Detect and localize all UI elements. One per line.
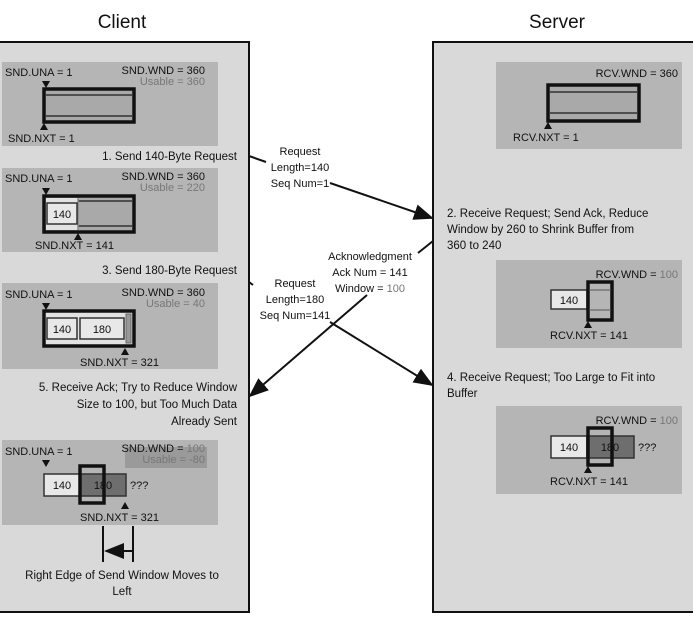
step-5-line: Already Sent <box>171 416 238 428</box>
snd-wnd: SND.WND = 360 <box>122 171 205 183</box>
segment-label: 180 <box>93 324 111 336</box>
segment-label: 140 <box>53 324 71 336</box>
snd-wnd-label: SND.WND = <box>122 443 187 455</box>
nxt-pointer-icon <box>40 123 48 130</box>
ack-arrow: Acknowledgment Ack Num = 141 Window = 10… <box>248 240 434 398</box>
receive-window <box>586 426 614 467</box>
step-5-line: 5. Receive Ack; Try to Reduce Window <box>39 382 238 394</box>
request-1-length: Length=140 <box>271 162 329 174</box>
snd-nxt: SND.NXT = 321 <box>80 512 159 524</box>
usable: Usable = -80 <box>142 454 205 466</box>
note-line: Left <box>112 586 132 598</box>
nxt-pointer-icon <box>121 348 129 355</box>
segment-140 <box>46 202 78 225</box>
snd-nxt: SND.NXT = 1 <box>8 133 75 145</box>
segment-140 <box>46 317 78 340</box>
snd-una: SND.UNA = 1 <box>5 446 73 458</box>
step-4-label: 4. Receive Request; Too Large to Fit int… <box>447 372 655 400</box>
step-2-line: Window by 260 to Shrink Buffer from <box>447 224 634 236</box>
client-title: Client <box>98 12 147 33</box>
ack-window-value: 100 <box>387 283 405 295</box>
una-pointer-icon <box>42 303 50 310</box>
una-pointer-icon <box>42 188 50 195</box>
unknown-marker: ??? <box>130 480 148 492</box>
nxt-pointer-icon <box>121 502 129 509</box>
step-2-line: 2. Receive Request; Send Ack, Reduce <box>447 208 648 220</box>
rcv-nxt: RCV.NXT = 141 <box>550 476 628 488</box>
send-window <box>78 464 106 505</box>
rcv-wnd: RCV.WND = 100 <box>596 415 678 427</box>
step-1-label: 1. Send 140-Byte Request <box>102 151 238 163</box>
send-window <box>42 87 136 124</box>
rcv-nxt: RCV.NXT = 141 <box>550 330 628 342</box>
request-2-seq: Seq Num=141 <box>260 310 331 322</box>
segment-label: 140 <box>560 295 578 307</box>
una-pointer-icon <box>42 460 50 467</box>
rcv-wnd-label: RCV.WND = <box>596 269 660 281</box>
unknown-marker: ??? <box>638 442 656 454</box>
snd-una: SND.UNA = 1 <box>5 67 73 79</box>
receive-window <box>586 280 614 322</box>
step-2-line: 360 to 240 <box>447 240 501 252</box>
nxt-pointer-icon <box>584 321 592 328</box>
una-pointer-icon <box>42 81 50 88</box>
client-state-1: SND.UNA = 1 SND.WND = 360 Usable = 360 S… <box>2 62 218 146</box>
rcv-wnd-label: RCV.WND = <box>596 415 660 427</box>
server-state-2: RCV.WND = 100 140 RCV.NXT = 141 <box>496 260 682 348</box>
usable: Usable = 220 <box>140 182 205 194</box>
client-state-2: SND.UNA = 1 SND.WND = 360 Usable = 220 1… <box>2 168 218 252</box>
request-1-arrow: Request Length=140 Seq Num=1 <box>248 146 434 220</box>
step-4-line: 4. Receive Request; Too Large to Fit int… <box>447 372 655 384</box>
request-1-label: Request <box>280 146 321 158</box>
snd-nxt: SND.NXT = 321 <box>80 357 159 369</box>
nxt-pointer-icon <box>544 122 552 129</box>
server-state-1: RCV.WND = 360 RCV.NXT = 1 <box>496 62 682 149</box>
snd-nxt: SND.NXT = 141 <box>35 240 114 252</box>
ack-window-label: Window = <box>335 283 387 295</box>
ack-window: Window = 100 <box>335 283 405 295</box>
segment-180 <box>79 317 125 340</box>
step-5-label: 5. Receive Ack; Try to Reduce Window Siz… <box>39 382 238 428</box>
step-2-label: 2. Receive Request; Send Ack, Reduce Win… <box>447 208 648 252</box>
snd-wnd-value: 100 <box>187 443 205 455</box>
request-2-length: Length=180 <box>266 294 324 306</box>
segment-label: 140 <box>53 480 71 492</box>
nxt-pointer-icon <box>584 466 592 473</box>
client-state-3: SND.UNA = 1 SND.WND = 360 Usable = 40 14… <box>2 283 218 369</box>
rcv-wnd-value: 100 <box>660 269 678 281</box>
snd-una: SND.UNA = 1 <box>5 289 73 301</box>
usable: Usable = 360 <box>140 76 205 88</box>
request-1-seq: Seq Num=1 <box>271 178 329 190</box>
note-line: Right Edge of Send Window Moves to <box>25 570 219 582</box>
segment-label: 180 <box>601 442 619 454</box>
step-5-line: Size to 100, but Too Much Data <box>77 399 238 411</box>
right-edge-arrow <box>102 526 134 562</box>
snd-wnd: SND.WND = 100 <box>122 443 205 455</box>
request-2-label: Request <box>275 278 316 290</box>
segment-label: 140 <box>53 209 71 221</box>
rcv-nxt: RCV.NXT = 1 <box>513 132 579 144</box>
snd-una: SND.UNA = 1 <box>5 173 73 185</box>
step-4-line: Buffer <box>447 388 478 400</box>
request-2-arrow: Request Length=180 Seq Num=141 <box>248 278 434 387</box>
receive-window <box>546 83 641 123</box>
server-state-3: RCV.WND = 100 140 180 ??? RCV.NXT = 141 <box>496 406 682 494</box>
rcv-wnd-value: 100 <box>660 415 678 427</box>
segment-label: 140 <box>560 442 578 454</box>
rcv-wnd: RCV.WND = 360 <box>596 68 678 80</box>
ack-num: Ack Num = 141 <box>332 267 408 279</box>
snd-wnd: SND.WND = 360 <box>122 65 205 77</box>
nxt-pointer-icon <box>74 233 82 240</box>
server-title: Server <box>529 12 586 33</box>
usable: Usable = 40 <box>146 298 205 310</box>
snd-wnd: SND.WND = 360 <box>122 287 205 299</box>
rcv-wnd: RCV.WND = 100 <box>596 269 678 281</box>
ack-label: Acknowledgment <box>328 251 412 263</box>
client-state-4: SND.UNA = 1 SND.WND = 100 Usable = -80 1… <box>2 440 218 525</box>
step-3-label: 3. Send 180-Byte Request <box>102 265 238 277</box>
